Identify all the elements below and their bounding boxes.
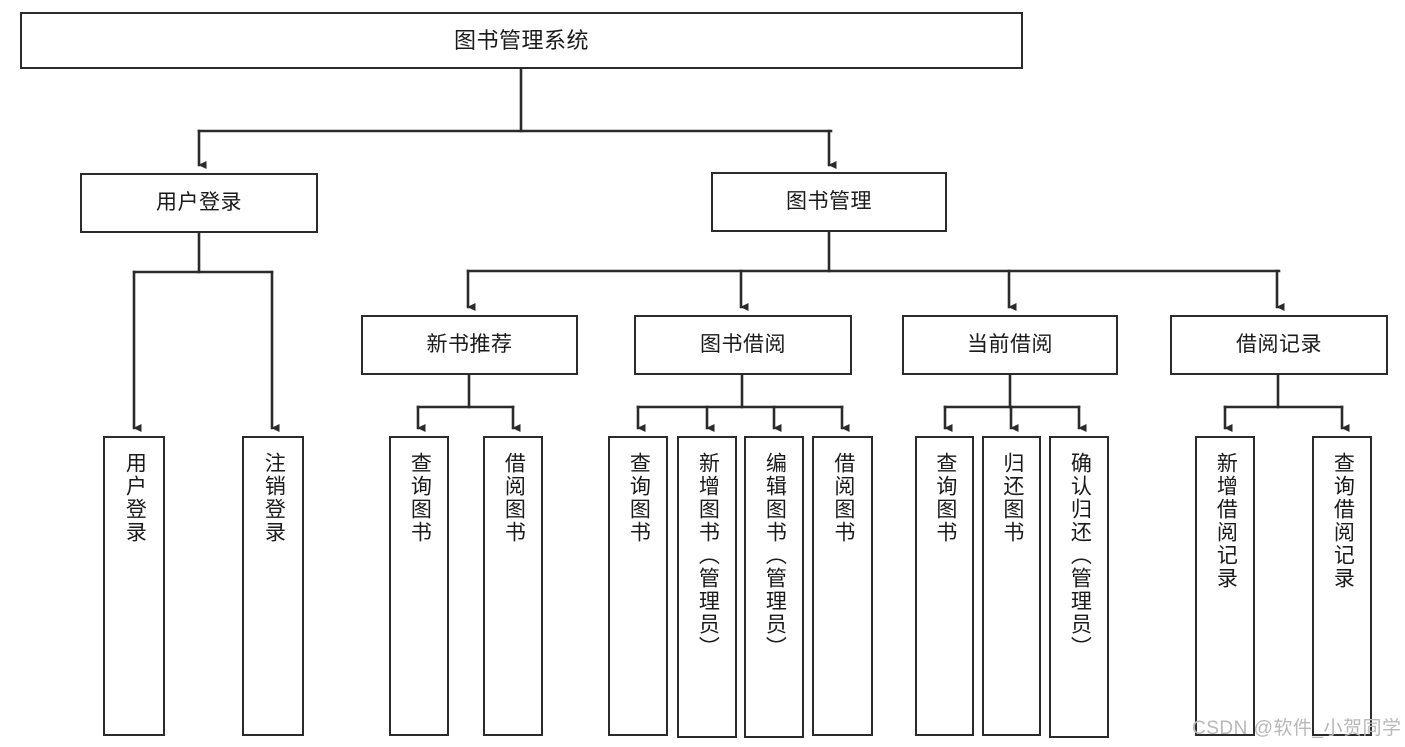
node-leaf-return-book[interactable]: 归还图书 [982,436,1041,736]
node-leaf-edit-book-admin[interactable]: 编辑图书（管理员） [744,436,804,738]
node-label: 用户登录 [156,190,242,214]
node-leaf-confirm-return-admin[interactable]: 确认归还（管理员） [1049,436,1109,738]
node-label: 当前借阅 [967,332,1053,356]
node-leaf-add-book-admin[interactable]: 新增图书（管理员） [677,436,737,738]
node-current-borrow[interactable]: 当前借阅 [902,315,1118,375]
node-leaf-user-login[interactable]: 用户登录 [103,436,165,736]
node-user-login[interactable]: 用户登录 [80,173,318,233]
csdn-watermark: CSDN @软件_小贺同学 [1192,718,1402,739]
node-leaf-query-book-current[interactable]: 查询图书 [915,436,974,736]
node-leaf-query-book-recommend[interactable]: 查询图书 [389,436,449,736]
node-leaf-add-borrow-record[interactable]: 新增借阅记录 [1195,436,1255,736]
node-borrow-record[interactable]: 借阅记录 [1170,315,1388,375]
node-leaf-query-borrow-record[interactable]: 查询借阅记录 [1312,436,1372,736]
node-new-book-recommend[interactable]: 新书推荐 [361,315,578,375]
node-book-management[interactable]: 图书管理 [711,172,947,232]
node-book-borrow[interactable]: 图书借阅 [634,315,852,375]
node-label: 借阅记录 [1236,332,1322,356]
node-label: 图书管理系统 [453,27,589,53]
node-leaf-borrow-book[interactable]: 借阅图书 [812,436,873,736]
node-leaf-query-book-borrow[interactable]: 查询图书 [608,436,668,736]
node-root-system[interactable]: 图书管理系统 [20,12,1023,69]
node-label: 新书推荐 [426,332,513,356]
node-label: 图书借阅 [700,332,786,356]
node-leaf-borrow-book-recommend[interactable]: 借阅图书 [483,436,543,736]
node-leaf-logout[interactable]: 注销登录 [242,436,304,736]
node-label: 图书管理 [786,189,872,213]
